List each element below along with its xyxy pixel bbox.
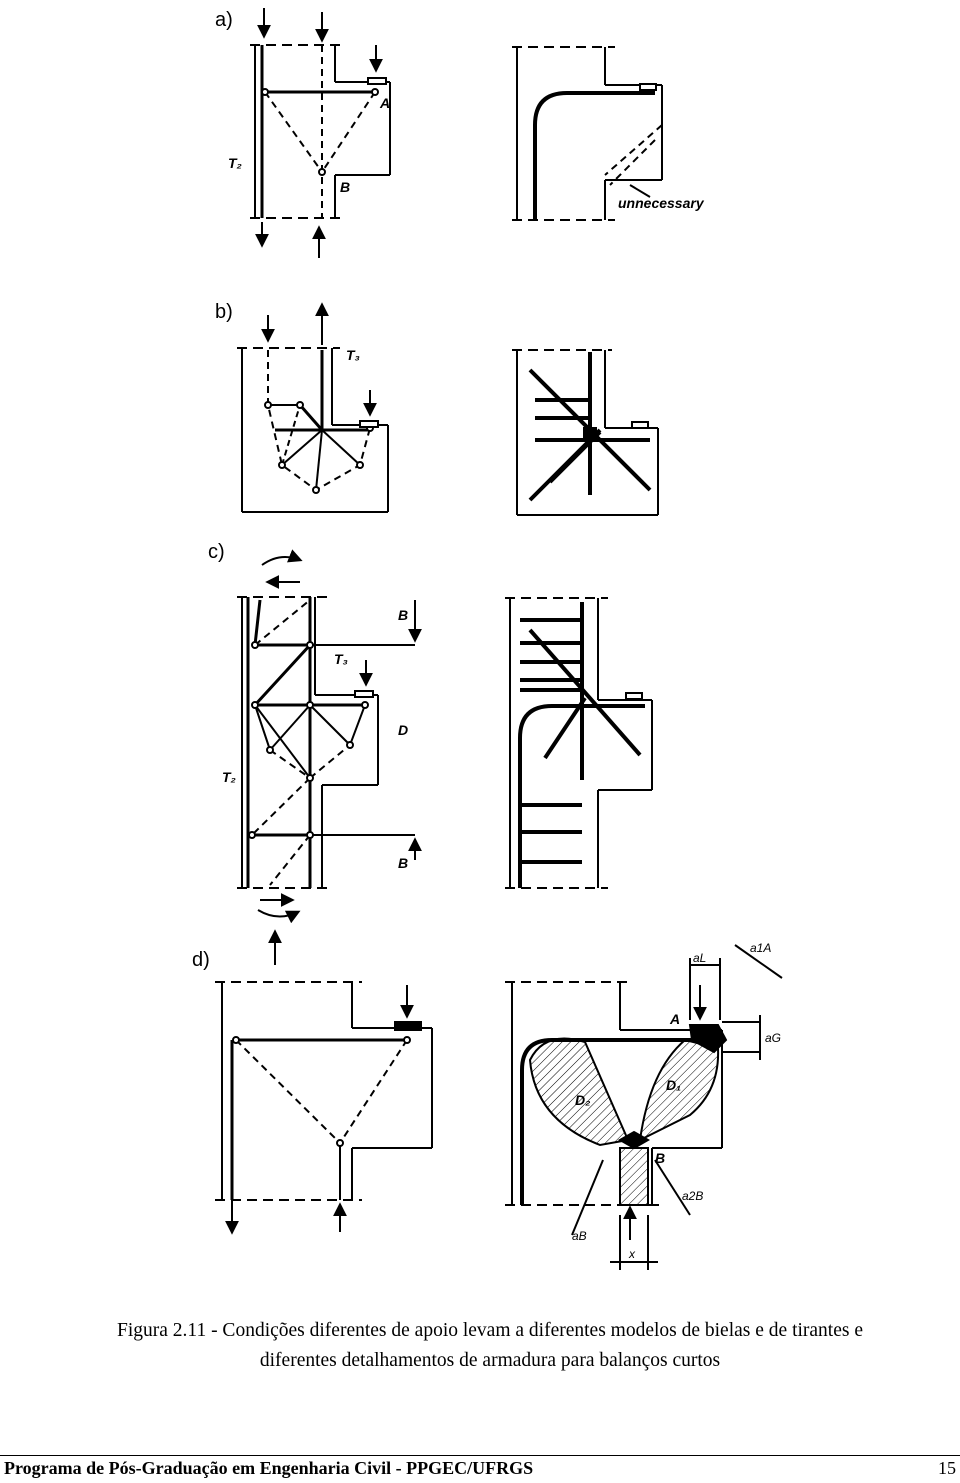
page-number: 15 [938,1458,956,1478]
dim-a1a-label: a1A [750,941,771,955]
panel-b-label: b) [215,301,233,323]
figure-caption: Figura 2.11 - Condições diferentes de ap… [80,1316,900,1376]
panel-a-label: a) [215,9,233,31]
footer-divider [0,1455,960,1456]
dim-al-label: aL [693,951,706,965]
dim-b-top-label: B [398,607,408,623]
panel-b-reinforcement [512,349,659,516]
node-b-label-d: B [655,1150,665,1166]
dim-ab-label: aB [572,1229,587,1243]
panel-d-strut-model [215,929,433,1235]
node-a-label-d: A [669,1011,680,1027]
dim-b-bottom-label: B [398,855,408,871]
strut-d1-label: D₁ [666,1077,681,1093]
page-footer: Programa de Pós-Graduação em Engenharia … [4,1458,956,1482]
strut-d2-label: D₂ [575,1092,590,1108]
tie-t2-label-c: T₂ [222,769,236,785]
panel-c-label: c) [208,541,225,563]
node-b-label: B [340,179,350,195]
dim-ag-label: aG [765,1031,781,1045]
dim-d-label: D [398,722,408,738]
panel-d-stress-fields [505,944,783,1270]
footer-program: Programa de Pós-Graduação em Engenharia … [4,1458,534,1478]
unnecessary-note: unnecessary [618,195,705,211]
tie-t2-label: T₂ [228,155,242,171]
panel-a-reinforcement [512,46,663,221]
node-a-label: A [379,95,390,111]
dim-x-label: x [628,1247,636,1261]
tie-t3-label: T₃ [346,347,360,363]
panel-a-strut-model [250,8,391,258]
panel-c-reinforcement [505,597,653,889]
panel-b-strut-model [237,302,389,513]
panel-d-label: d) [192,949,210,971]
caption-line-1: Figura 2.11 - Condições diferentes de ap… [117,1320,863,1341]
caption-line-2: diferentes detalhamentos de armadura par… [259,1350,721,1371]
figure-2-11-drawings: a) A B T₂ unnecessary [192,8,783,1270]
dim-a2b-label: a2B [682,1189,703,1203]
tie-t3-label-c: T₃ [334,651,348,667]
panel-c-strut-model [237,549,422,924]
